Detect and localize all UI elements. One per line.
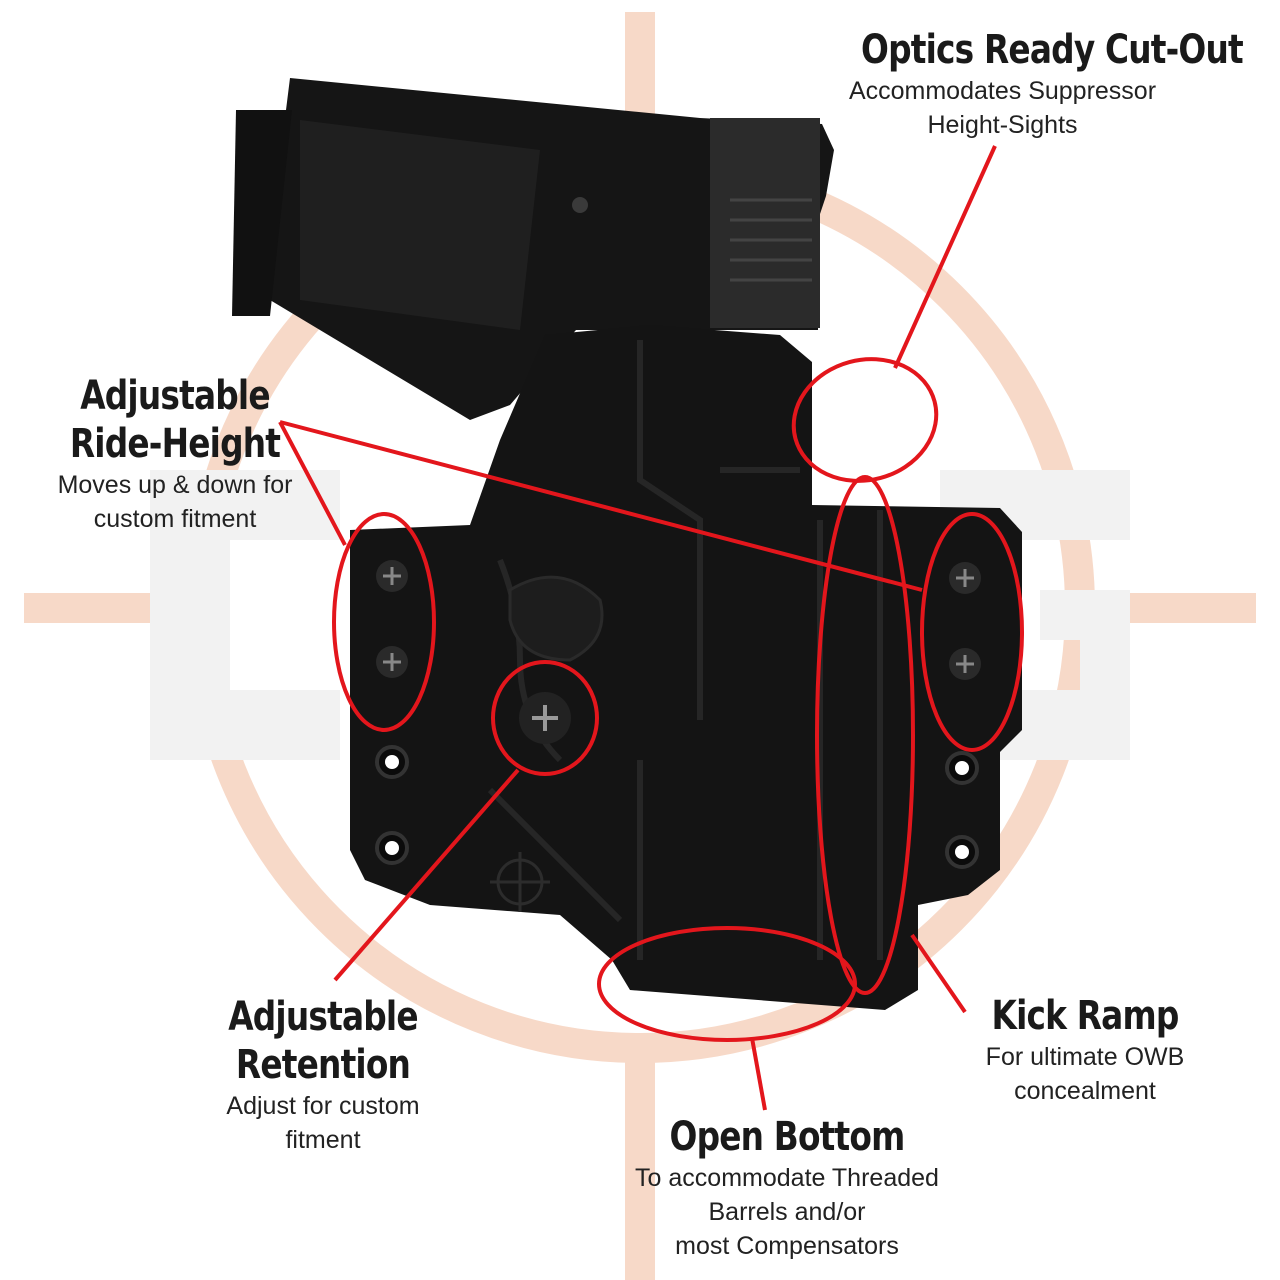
- kick-ramp-sub-line-1: For ultimate OWB: [985, 1043, 1185, 1071]
- open-bottom-sub-line-1: To accommodate Threaded: [635, 1164, 939, 1192]
- optics-leader: [893, 145, 997, 369]
- right-ride-height-ellipse: [920, 512, 1024, 752]
- left-ride-height-ellipse: [332, 512, 436, 732]
- open-bottom-callout: Open Bottom To accommodate Threaded Barr…: [607, 1113, 967, 1263]
- kick-ramp-sub-line-2: concealment: [1014, 1077, 1156, 1105]
- optics-sub-line-2: Height-Sights: [927, 111, 1078, 139]
- ride-height-callout: Adjustable Ride-Height Moves up & down f…: [35, 372, 315, 536]
- ride-height-sub-line-1: Moves up & down for: [57, 471, 293, 499]
- holster-body: [350, 325, 1022, 1010]
- ride-height-leader-left: [278, 421, 347, 546]
- right-screw-bottom: [949, 648, 981, 680]
- kick-ramp-ellipse: [815, 475, 915, 995]
- left-screw-bottom: [376, 646, 408, 678]
- retention-sub-line-2: fitment: [285, 1126, 361, 1154]
- ride-height-title-line-1: Adjustable: [80, 373, 270, 419]
- open-bottom-ellipse: [597, 926, 857, 1042]
- open-bottom-sub-line-2: Barrels and/or: [708, 1198, 866, 1226]
- brand-mark-icon: [490, 852, 550, 912]
- annotation-marks: [278, 145, 1024, 1111]
- right-screw-top: [949, 562, 981, 594]
- open-bottom-sub-line-3: most Compensators: [675, 1232, 899, 1260]
- left-screw-top: [376, 560, 408, 592]
- left-eyelet-top: [375, 745, 409, 779]
- retention-title-line-2: Retention: [235, 1042, 411, 1088]
- kick-ramp-callout: Kick Ramp For ultimate OWB concealment: [935, 992, 1235, 1108]
- right-eyelet-bottom: [945, 835, 979, 869]
- ride-height-sub-line-2: custom fitment: [93, 505, 257, 533]
- ride-height-leader-right: [279, 420, 923, 592]
- kick-ramp-leader: [910, 933, 967, 1014]
- open-bottom-title: Open Bottom: [669, 1114, 906, 1160]
- kick-ramp-title: Kick Ramp: [991, 993, 1179, 1039]
- retention-ellipse: [491, 660, 599, 776]
- right-eyelet-top: [945, 751, 979, 785]
- left-eyelet-bottom: [375, 831, 409, 865]
- optics-title: Optics Ready Cut-Out: [861, 27, 1244, 73]
- retention-leader: [333, 768, 520, 982]
- optics-callout: Optics Ready Cut-Out Accommodates Suppre…: [830, 26, 1244, 142]
- optics-cutout-ellipse: [791, 357, 939, 483]
- retention-callout: Adjustable Retention Adjust for custom f…: [183, 993, 463, 1157]
- optics-sub-line-1: Accommodates Suppressor: [848, 77, 1157, 105]
- pistol: [232, 78, 834, 420]
- retention-title-line-1: Adjustable: [228, 994, 418, 1040]
- ride-height-title-line-2: Ride-Height: [69, 421, 281, 467]
- retention-sub-line-1: Adjust for custom: [226, 1092, 420, 1120]
- open-bottom-leader: [750, 1037, 767, 1111]
- retention-screw: [519, 692, 571, 744]
